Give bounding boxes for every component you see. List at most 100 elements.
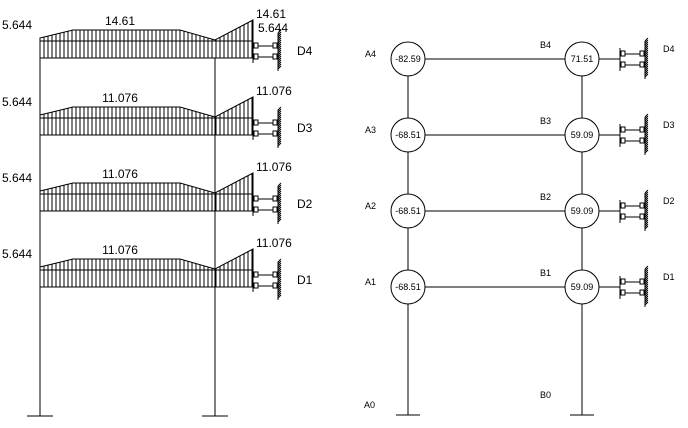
wall-hatch <box>644 129 649 134</box>
wall-hatch <box>644 275 649 280</box>
wall-hatch <box>277 63 282 68</box>
wall-hatch <box>277 192 282 197</box>
wall-hatch <box>644 143 649 148</box>
wall-hatch <box>277 292 282 297</box>
wall-hatch <box>277 29 282 34</box>
wall-hatch <box>644 271 649 276</box>
cantilever-top-value: 11.076 <box>256 84 292 98</box>
wall-hatch <box>644 199 649 204</box>
wall-hatch <box>644 291 649 296</box>
floor-label: D2 <box>297 197 313 211</box>
wall-hatch <box>277 57 282 62</box>
joint-b-value: 59.09 <box>571 130 594 140</box>
cantilever-end-value: 5.644 <box>258 21 288 35</box>
wall-hatch <box>644 295 649 300</box>
wall-hatch <box>277 140 282 145</box>
wall-hatch <box>644 141 649 146</box>
wall-hatch <box>277 124 282 129</box>
span-value: 14.61 <box>105 14 135 28</box>
wall-hatch <box>644 37 649 42</box>
support-pin <box>620 202 626 209</box>
wall-hatch <box>277 142 282 147</box>
support-pin <box>639 278 645 285</box>
support-pin <box>639 213 645 220</box>
wall-hatch <box>644 41 649 46</box>
joint-b-circle <box>564 41 600 77</box>
wall-hatch <box>277 126 282 131</box>
wall-hatch <box>277 218 282 223</box>
wall-hatch <box>644 267 649 272</box>
wall-hatch <box>644 209 649 214</box>
wall-hatch <box>644 195 649 200</box>
wall-hatch <box>644 145 649 150</box>
wall-hatch <box>277 136 282 141</box>
support-pin <box>620 126 626 133</box>
support-pin <box>272 282 278 289</box>
wall-hatch <box>277 210 282 215</box>
wall-hatch <box>644 43 649 48</box>
support-pin <box>253 130 259 137</box>
wall-hatch <box>277 116 282 121</box>
wall-hatch <box>277 128 282 133</box>
wall-hatch <box>277 134 282 139</box>
fixed-support <box>252 106 282 148</box>
wall-hatch <box>644 133 649 138</box>
joint-b-circle <box>564 193 600 229</box>
wall-hatch <box>277 212 282 217</box>
wall-hatch <box>277 196 282 201</box>
wall-hatch <box>644 215 649 220</box>
floor-label: D3 <box>297 121 313 135</box>
wall-hatch <box>277 110 282 115</box>
span-value: 11.076 <box>102 91 138 105</box>
wall-hatch <box>277 122 282 127</box>
wall-hatch <box>277 59 282 64</box>
wall-hatch <box>644 123 649 128</box>
wall-hatch <box>277 202 282 207</box>
joint-a-circle <box>390 269 426 305</box>
support-pin <box>272 53 278 60</box>
wall-hatch <box>277 132 282 137</box>
joint-b-label: B3 <box>540 116 551 126</box>
base-a-label: A0 <box>364 400 375 410</box>
joint-a-label: A1 <box>365 277 376 287</box>
support-label: D3 <box>663 120 675 130</box>
wall-hatch <box>644 219 649 224</box>
fixed-support <box>252 182 282 224</box>
wall-hatch <box>277 182 282 187</box>
wall-hatch <box>277 186 282 191</box>
joint-a-value: -68.51 <box>395 282 421 292</box>
wall-hatch <box>277 288 282 293</box>
wall-hatch <box>644 223 649 228</box>
wall-hatch <box>644 125 649 130</box>
wall-hatch <box>644 119 649 124</box>
wall-hatch <box>277 198 282 203</box>
wall-hatch <box>277 200 282 205</box>
wall-hatch <box>277 216 282 221</box>
wall-hatch <box>644 53 649 58</box>
wall-hatch <box>277 184 282 189</box>
wall-hatch <box>644 189 649 194</box>
joint-b-circle <box>564 117 600 153</box>
support-pin <box>253 119 259 126</box>
wall-hatch <box>277 264 282 269</box>
joint-a-circle <box>390 117 426 153</box>
wall-hatch <box>644 39 649 44</box>
wall-hatch <box>277 194 282 199</box>
wall-hatch <box>644 149 649 154</box>
wall-hatch <box>644 57 649 62</box>
wall-hatch <box>644 51 649 56</box>
wall-hatch <box>644 121 649 126</box>
wall-hatch <box>277 284 282 289</box>
support-pin <box>272 271 278 278</box>
wall-hatch <box>644 225 649 230</box>
fixed-support <box>619 113 649 155</box>
support-pin <box>639 202 645 209</box>
joint-b-label: B4 <box>540 40 551 50</box>
wall-hatch <box>644 47 649 52</box>
